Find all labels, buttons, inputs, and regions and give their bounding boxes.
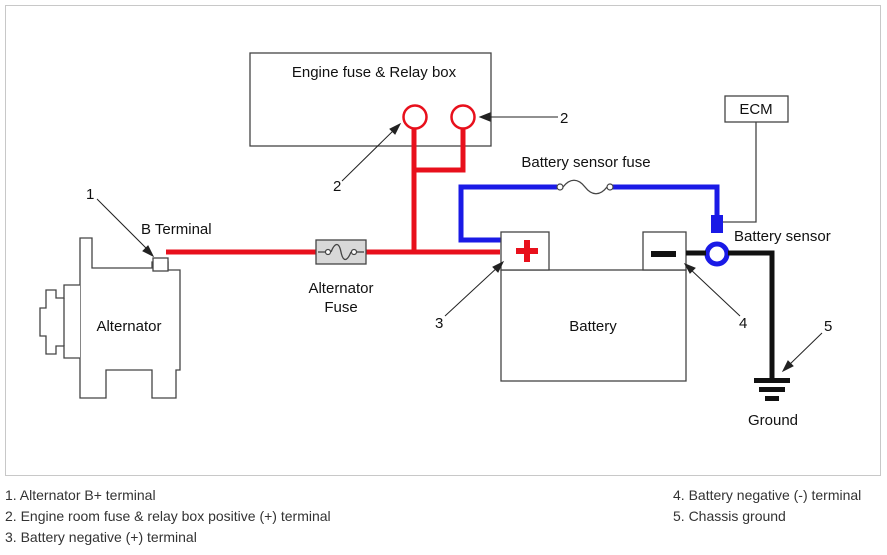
alternator-label: Alternator [96,318,161,335]
positive-wire [166,128,500,255]
battery-label: Battery [569,318,617,335]
relay-terminal-left [402,104,428,130]
ground-symbol [754,378,790,401]
battery-sensor-ring [704,241,730,267]
diagram-frame [5,5,881,476]
legend-item-4: 4. Battery negative (-) terminal [673,487,862,503]
b-terminal-label: B Terminal [141,221,212,238]
battery-sensor-fuse [556,179,614,195]
callout-leaders [96,112,823,373]
ground-wire [686,250,775,378]
callout-2-left: 2 [333,178,341,195]
legend-right: 4. Battery negative (-) terminal 5. Chas… [673,485,861,527]
plus-sign [516,240,538,262]
alternator-fuse-label-line2: Fuse [324,299,357,316]
legend-item-3: 3. Battery negative (+) terminal [5,529,197,545]
callout-4: 4 [739,315,747,332]
alternator [39,237,181,399]
battery-sensor-label: Battery sensor [734,228,831,245]
callout-3: 3 [435,315,443,332]
legend-item-1: 1. Alternator B+ terminal [5,487,156,503]
ecm-label: ECM [739,101,772,118]
relay-box-label: Engine fuse & Relay box [292,64,457,81]
legend-item-2: 2. Engine room fuse & relay box positive… [5,508,331,524]
sensor-wire [458,184,720,243]
minus-sign [651,251,676,257]
alternator-fuse [315,239,367,265]
sensor-connector [711,215,723,233]
ground-label: Ground [748,412,798,429]
callout-1: 1 [86,186,94,203]
callout-2-right: 2 [560,110,568,127]
relay-terminal-right [450,104,476,130]
legend-item-5: 5. Chassis ground [673,508,786,524]
b-terminal [152,257,169,272]
legend-left: 1. Alternator B+ terminal 2. Engine room… [5,485,331,548]
battery-sensor-fuse-label: Battery sensor fuse [521,154,650,171]
alternator-fuse-label-line1: Alternator [308,280,373,297]
callout-5: 5 [824,318,832,335]
relay-box [249,52,492,147]
ecm-lead-wire [720,122,757,223]
battery-body [500,269,687,382]
